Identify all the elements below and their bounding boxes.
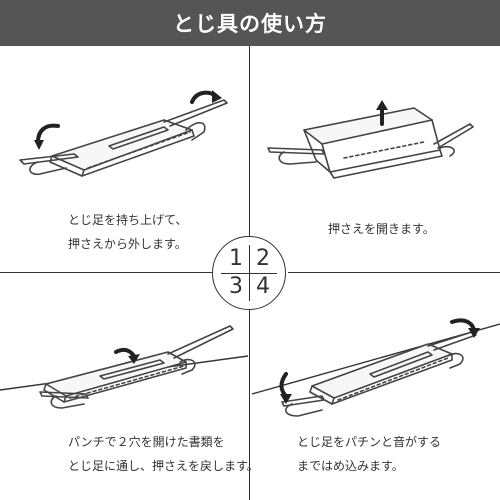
step-4-line-1: とじ足をパチンと音がする <box>297 435 442 449</box>
step-3-caption: パンチで２穴を開けた書類を とじ足に通し、押さえを戻します。 <box>68 430 259 478</box>
badge-cross-vertical <box>249 245 251 301</box>
step-number-4: 4 <box>256 274 270 299</box>
header-bar: とじ具の使い方 <box>0 0 500 46</box>
step-number-3: 3 <box>229 274 243 299</box>
step-number-badge: 1 2 3 4 <box>212 236 286 310</box>
step-3-line-1: パンチで２穴を開けた書類を <box>68 435 225 449</box>
step-1-line-2: 押さえから外します。 <box>68 237 187 251</box>
step-number-1: 1 <box>229 246 243 271</box>
step-4-caption: とじ足をパチンと音がする まではめ込みます。 <box>297 430 441 478</box>
vertical-divider-bottom <box>249 308 251 500</box>
step-2-caption: 押さえを開きます。 <box>328 217 435 241</box>
step-number-2: 2 <box>256 246 270 271</box>
step-2-line-1: 押さえを開きます。 <box>328 222 435 236</box>
step-1-illustration <box>19 90 228 177</box>
step-3-illustration <box>0 325 248 409</box>
horizontal-divider-right <box>288 272 500 274</box>
instruction-grid: 1 2 3 4 <box>0 46 500 500</box>
page-title: とじ具の使い方 <box>173 12 327 36</box>
step-1-line-1: とじ足を持ち上げて、 <box>68 213 188 227</box>
step-1-caption: とじ足を持ち上げて、 押さえから外します。 <box>68 208 187 256</box>
vertical-divider-top <box>249 46 251 236</box>
step-4-illustration <box>252 318 500 417</box>
horizontal-divider-left <box>0 272 212 274</box>
step-4-line-2: まではめ込みます。 <box>297 459 404 473</box>
step-2-illustration <box>267 100 474 179</box>
step-3-line-2: とじ足に通し、押さえを戻します。 <box>68 459 259 473</box>
